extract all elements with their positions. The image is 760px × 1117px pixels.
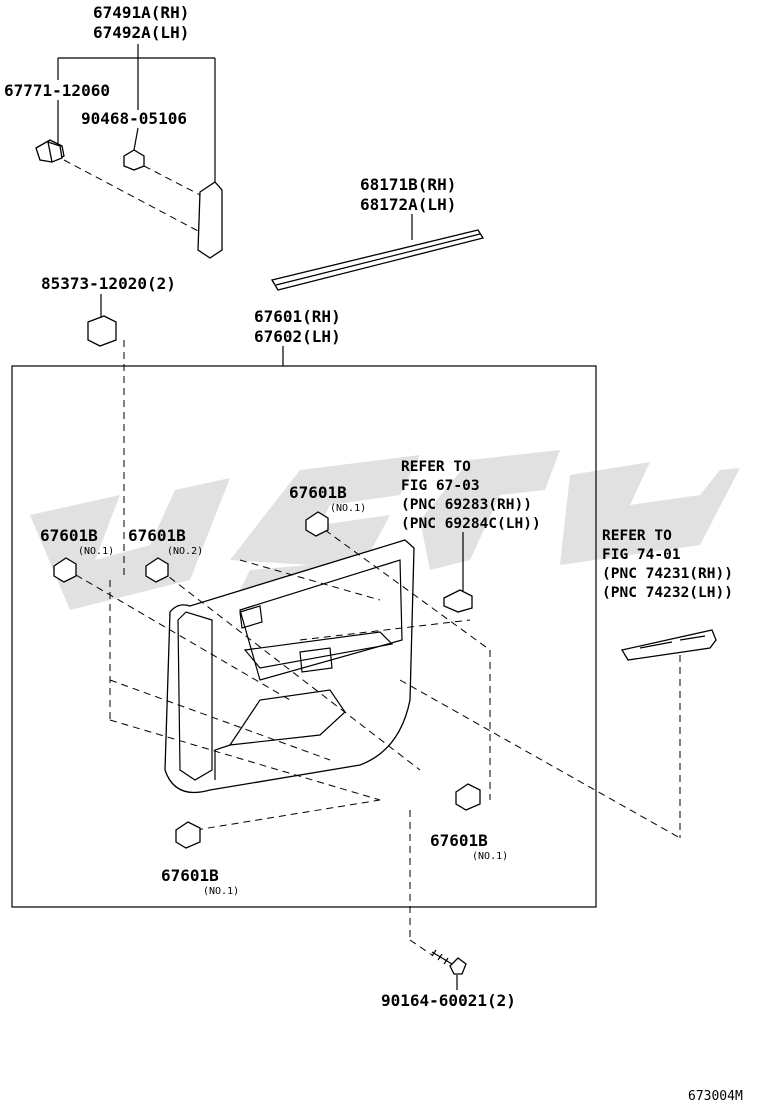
group-belt-moulding: 68171B(RH) 68172A(LH) bbox=[270, 175, 485, 291]
clip-67601b-mid-icon bbox=[145, 557, 169, 583]
grommet-90468-icon bbox=[123, 149, 145, 171]
screw-90164-icon bbox=[431, 949, 467, 975]
door-trim-board bbox=[164, 539, 415, 794]
ref2-line3: (PNC 74231(RH)) bbox=[602, 566, 733, 582]
label-67771-12060: 67771-12060 bbox=[4, 81, 110, 100]
label-90164-60021: 90164-60021(2) bbox=[381, 991, 516, 1010]
switch-connector-icon bbox=[443, 589, 473, 613]
label-90468-05106: 90468-05106 bbox=[81, 109, 187, 128]
ref1-line1: REFER TO bbox=[401, 459, 471, 475]
clip-67771-icon bbox=[35, 139, 65, 163]
label-clip-67601b-bottom-no: (NO.1) bbox=[203, 886, 239, 897]
group-switch-bezel: REFER TO FIG 74-01 (PNC 74231(RH)) (PNC … bbox=[602, 528, 733, 661]
figure-id: 673004M bbox=[688, 1089, 743, 1104]
label-clip-67601b-mid-no: (NO.2) bbox=[167, 546, 203, 557]
door-trim-end-piece bbox=[197, 181, 223, 259]
label-clip-67601b-left-no: (NO.1) bbox=[78, 546, 114, 557]
label-67491a: 67491A(RH) bbox=[93, 3, 189, 22]
ref1-line3: (PNC 69283(RH)) bbox=[401, 497, 532, 513]
group-door-panel: 67601(RH) 67602(LH) 67601B (NO.1) bbox=[11, 307, 681, 908]
label-clip-67601b-bottom: 67601B bbox=[161, 866, 219, 885]
group-85373: 85373-12020(2) bbox=[41, 274, 176, 575]
power-window-switch-bezel bbox=[620, 629, 717, 661]
ref1-line2: FIG 67-03 bbox=[401, 478, 480, 494]
label-67602: 67602(LH) bbox=[254, 327, 341, 346]
label-68172a: 68172A(LH) bbox=[360, 195, 456, 214]
label-clip-67601b-top: 67601B bbox=[289, 483, 347, 502]
label-68171b: 68171B(RH) bbox=[360, 175, 456, 194]
label-clip-67601b-right-no: (NO.1) bbox=[472, 851, 508, 862]
clip-67601b-right-icon bbox=[455, 783, 481, 811]
group-screw-90164: 90164-60021(2) bbox=[381, 810, 516, 1010]
panel-assembly-frame bbox=[11, 365, 597, 908]
clip-67601b-left-icon bbox=[53, 557, 77, 583]
label-67601: 67601(RH) bbox=[254, 307, 341, 326]
clip-67601b-bottom-icon bbox=[175, 821, 201, 849]
ref2-line4: (PNC 74232(LH)) bbox=[602, 585, 733, 601]
ref2-line1: REFER TO bbox=[602, 528, 672, 544]
ref2-line2: FIG 74-01 bbox=[602, 547, 681, 563]
label-clip-67601b-left: 67601B bbox=[40, 526, 98, 545]
clip-67601b-top-icon bbox=[305, 511, 329, 537]
group-door-trim-end: 67491A(RH) 67492A(LH) 67771-12060 90468-… bbox=[4, 3, 223, 259]
label-clip-67601b-right: 67601B bbox=[430, 831, 488, 850]
label-67492a: 67492A(LH) bbox=[93, 23, 189, 42]
ref1-line4: (PNC 69284C(LH)) bbox=[401, 516, 541, 532]
label-85373-12020: 85373-12020(2) bbox=[41, 274, 176, 293]
label-clip-67601b-top-no: (NO.1) bbox=[330, 503, 366, 514]
label-clip-67601b-mid: 67601B bbox=[128, 526, 186, 545]
clip-85373-icon bbox=[87, 315, 117, 347]
